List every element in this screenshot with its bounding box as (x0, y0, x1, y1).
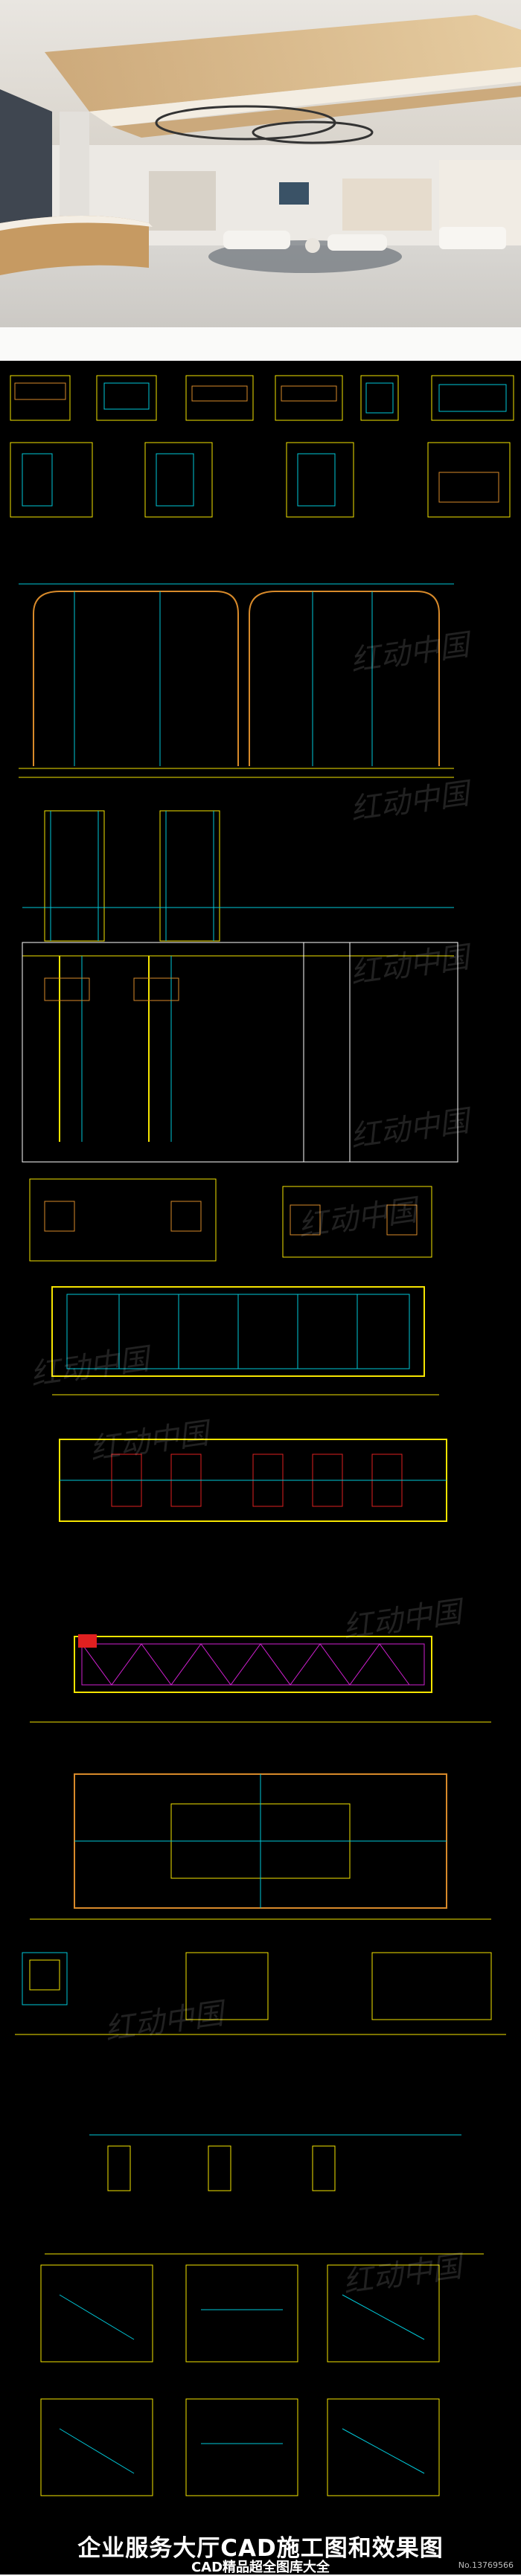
section-detail-drawings (22, 942, 458, 1163)
banner-title: 企业服务大厅CAD施工图和效果图 (77, 2535, 444, 2562)
truss-section-drawing (74, 1634, 432, 1693)
catalog-number: No.13769566 (458, 2560, 514, 2570)
cad-drawings-sheet: 红动中国 红动中国 红动中国 红动中国 红动中国 红动中国 红动中国 红动中国 … (0, 361, 521, 2523)
ceiling-section-details (45, 2134, 484, 2255)
bottom-detail-drawings (40, 2264, 440, 2496)
arched-elevation-drawing (19, 583, 454, 778)
hall-rendering-drawing (0, 0, 521, 361)
cad-drawings-canvas (10, 375, 514, 2496)
plan-detail-drawings (29, 1178, 432, 1262)
panel-elevation-drawing (22, 810, 454, 957)
long-elevation-1 (51, 1286, 439, 1395)
thumbnail-row-1 (10, 375, 514, 421)
banner-subtitle: CAD精品超全图库大全 (191, 2560, 330, 2575)
thumbnail-row-2 (10, 442, 511, 518)
title-banner: 企业服务大厅CAD施工图和效果图 CAD精品超全图库大全 No.13769566 (0, 2523, 521, 2575)
hall-rendering-image (0, 0, 521, 361)
long-elevation-2 (59, 1439, 447, 1522)
node-detail-row (15, 1952, 506, 2035)
feature-wall-elevation (30, 1721, 491, 1920)
